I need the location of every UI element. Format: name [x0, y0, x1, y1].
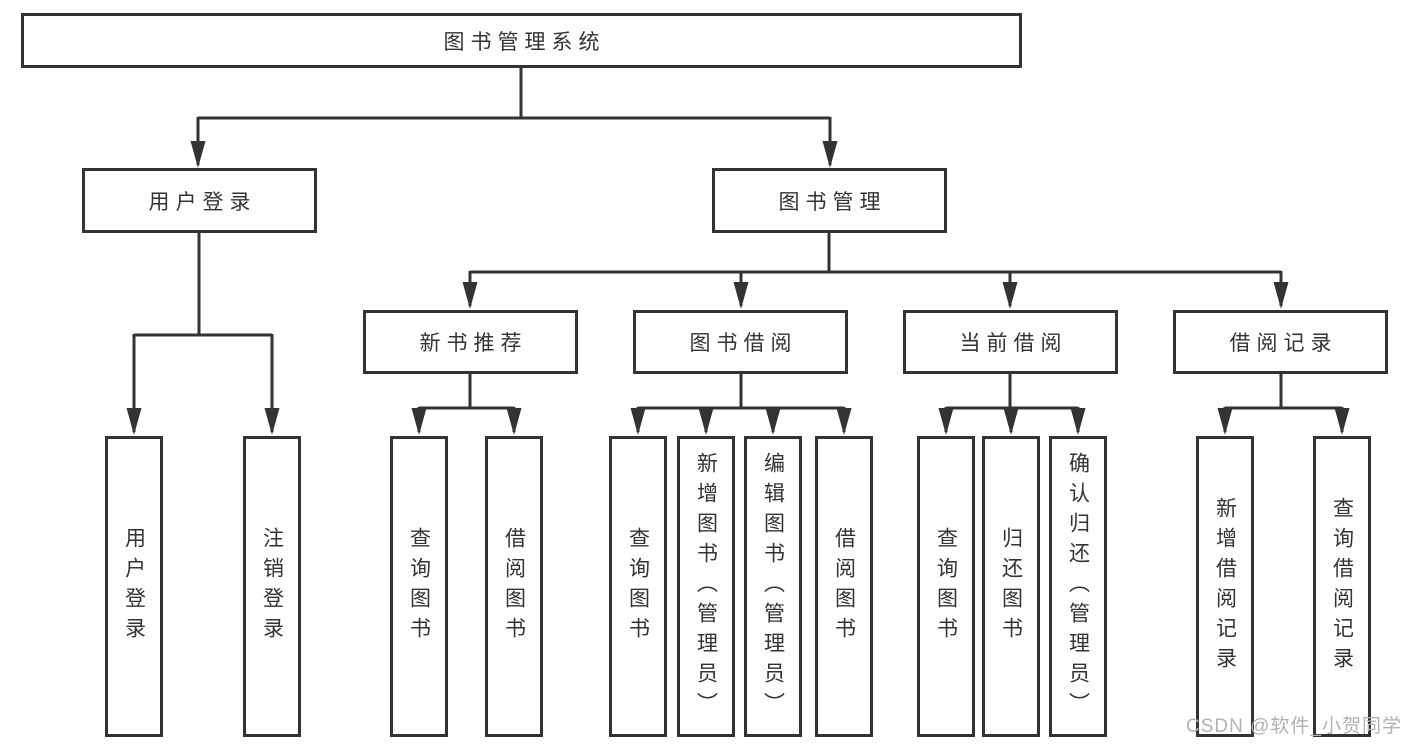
leaf-label: 借阅图书 — [832, 526, 856, 647]
connector-current-borrow-children — [938, 374, 1086, 435]
node-label: 图书管理 — [778, 190, 887, 214]
leaf-query-books-borrow: 查询图书 — [609, 436, 667, 737]
node-label: 新书推荐 — [419, 332, 528, 355]
leaf-label: 新增图书（管理员） — [694, 451, 718, 722]
leaf-query-books-current: 查询图书 — [917, 436, 975, 737]
leaf-label: 查询图书 — [626, 526, 650, 647]
leaf-label: 注销登录 — [260, 526, 284, 647]
leaf-query-borrow-record: 查询借阅记录 — [1313, 436, 1371, 737]
leaf-logout-login: 注销登录 — [243, 436, 301, 737]
connector-root-to-level2 — [190, 68, 838, 168]
node-label: 图书管理系统 — [443, 30, 606, 54]
leaf-label: 新增借阅记录 — [1213, 496, 1237, 677]
node-new-book-recommend: 新书推荐 — [363, 310, 578, 374]
leaf-label: 归还图书 — [999, 526, 1023, 647]
leaf-borrow-books: 借阅图书 — [815, 436, 873, 737]
leaf-edit-books-admin: 编辑图书（管理员） — [744, 436, 802, 737]
connector-borrow-record-children — [1217, 374, 1350, 435]
connector-user-login-children — [126, 233, 280, 435]
leaf-add-borrow-record: 新增借阅记录 — [1196, 436, 1254, 737]
node-label: 当前借阅 — [959, 332, 1068, 355]
leaf-return-books: 归还图书 — [982, 436, 1040, 737]
leaf-label: 查询图书 — [407, 526, 431, 647]
watermark-text: CSDN @软件_小贺同学 — [1186, 716, 1402, 737]
leaf-label: 确认归还（管理员） — [1066, 451, 1090, 722]
node-book-borrow: 图书借阅 — [633, 310, 848, 374]
leaf-label: 编辑图书（管理员） — [761, 451, 785, 722]
connector-book-management-children — [462, 233, 1289, 309]
connector-new-book-children — [411, 374, 522, 435]
node-current-borrow: 当前借阅 — [903, 310, 1118, 374]
leaf-label: 查询图书 — [934, 526, 958, 647]
leaf-label: 用户登录 — [122, 526, 146, 647]
leaf-query-books-recommend: 查询图书 — [390, 436, 448, 737]
leaf-borrow-books-recommend: 借阅图书 — [485, 436, 543, 737]
connector-book-borrow-children — [630, 374, 852, 435]
node-book-management: 图书管理 — [712, 168, 947, 233]
leaf-label: 借阅图书 — [502, 526, 526, 647]
node-label: 借阅记录 — [1229, 332, 1338, 355]
leaf-add-books-admin: 新增图书（管理员） — [677, 436, 735, 737]
node-label: 用户登录 — [148, 190, 257, 214]
leaf-confirm-return-admin: 确认归还（管理员） — [1049, 436, 1107, 737]
leaf-user-login: 用户登录 — [105, 436, 163, 737]
node-user-login: 用户登录 — [82, 168, 317, 233]
node-borrow-records: 借阅记录 — [1173, 310, 1388, 374]
node-root-system: 图书管理系统 — [21, 13, 1022, 68]
leaf-label: 查询借阅记录 — [1330, 496, 1354, 677]
node-label: 图书借阅 — [689, 332, 798, 355]
